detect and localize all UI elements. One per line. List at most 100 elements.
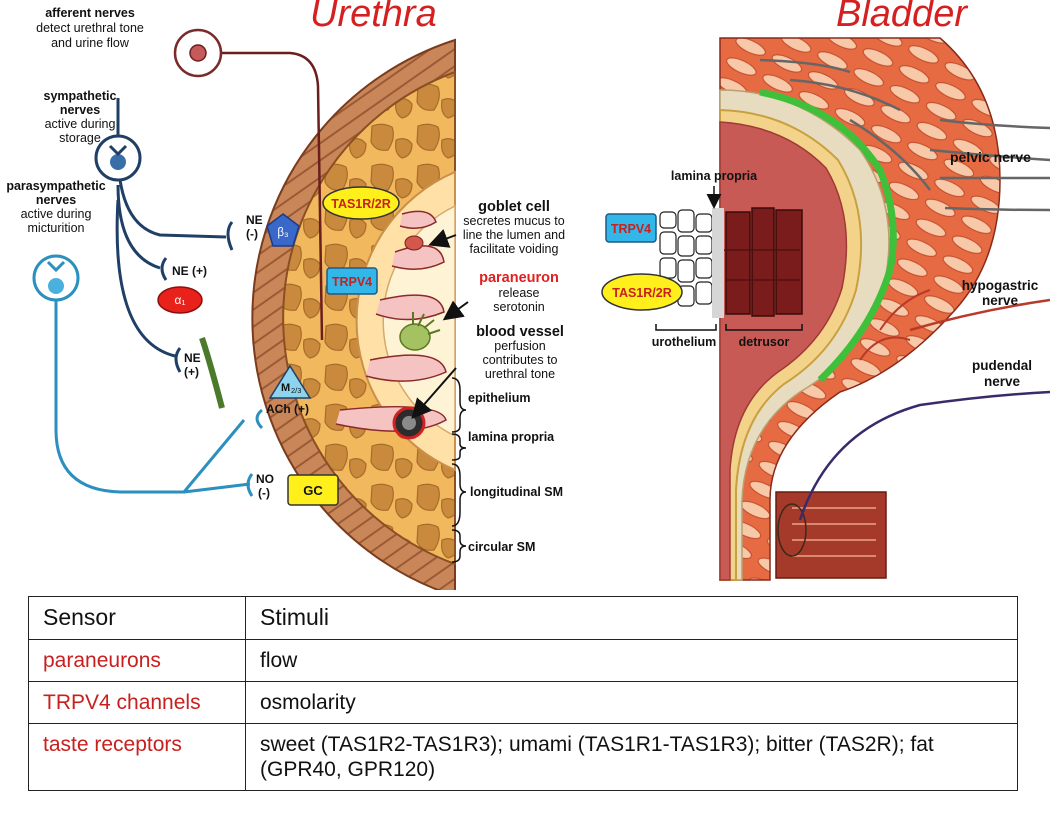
alpha1-label: α₁ — [175, 293, 186, 307]
lamina-propria-band — [712, 208, 724, 318]
pudendal-nerve-fiber — [798, 390, 1050, 521]
paraneuron-title: paraneuron — [479, 270, 559, 286]
layer-epithelium: epithelium — [468, 391, 531, 405]
ne-plus-sign-2: (+) — [184, 365, 199, 379]
m23-subscript: 2/3 — [291, 386, 301, 395]
ne-minus-sign: (-) — [246, 227, 258, 241]
sensor-cell: taste receptors — [28, 723, 246, 791]
urethra-cross-section — [199, 38, 456, 590]
ne-terminal-beta — [226, 221, 234, 251]
ne-minus-label: NE — [246, 213, 263, 227]
detrusor-bundle — [751, 207, 775, 317]
goblet-title: goblet cell — [478, 199, 550, 215]
beta3-receptor — [266, 213, 300, 247]
detrusor-label: detrusor — [739, 335, 790, 349]
urethra-trpv4-label: TRPV4 — [332, 275, 372, 289]
paraneuron-cell — [399, 323, 431, 351]
no-terminal — [246, 473, 254, 497]
table-row: paraneurons flow — [28, 639, 1018, 682]
stimuli-cell: osmolarity — [245, 681, 1018, 724]
bladder-tas-label: TAS1R/2R — [612, 286, 672, 300]
vessel-desc-2: contributes to — [482, 353, 557, 367]
sympathetic-nerve — [94, 98, 234, 373]
afferent-cell-body — [189, 44, 207, 62]
no-sign: (-) — [258, 486, 270, 500]
epithelial-fold — [335, 405, 447, 432]
urethral-sphincter — [775, 491, 887, 579]
bladder-lamina-label: lamina propria — [671, 169, 758, 183]
longitudinal-sm-bracket — [451, 463, 467, 527]
epithelial-fold — [365, 354, 447, 382]
ne-plus-label: NE (+) — [172, 264, 207, 278]
pudendal-label: pudendal — [972, 358, 1032, 373]
detrusor-bundle — [725, 211, 751, 315]
table-header-row: Sensor Stimuli — [28, 596, 1018, 640]
stimuli-cell: sweet (TAS1R2-TAS1R3); umami (TAS1R1-TAS… — [245, 723, 1018, 791]
layer-longitudinal-sm: longitudinal SM — [470, 485, 563, 499]
bladder-trpv4-box — [605, 213, 657, 243]
hypogastric-label-line2: nerve — [982, 293, 1019, 308]
sympathetic-cell-body — [110, 154, 126, 170]
detrusor-bracket — [725, 324, 803, 331]
epithelial-fold — [375, 294, 445, 321]
detrusor-bundle — [775, 209, 803, 315]
table-row: TRPV4 channels osmolarity — [28, 681, 1018, 724]
sphincter-fibers — [792, 507, 876, 557]
sympathetic-label: sympathetic — [44, 89, 117, 103]
afferent-nerve-fiber — [218, 51, 324, 341]
header-sensor: Sensor — [28, 596, 246, 640]
sensor-stimuli-table: Sensor Stimuli paraneurons flow TRPV4 ch… — [28, 596, 1018, 791]
urethra-tas-receptor — [322, 186, 400, 220]
sympathetic-synapse — [108, 144, 128, 157]
pelvic-nerve-label: pelvic nerve — [950, 149, 1031, 165]
bladder-tas-receptor — [601, 273, 683, 311]
parasympathetic-label: parasympathetic — [6, 179, 105, 193]
smooth-muscle-fiber — [199, 337, 225, 409]
lamina-propria-bracket — [451, 433, 467, 461]
urethra-trpv4-box — [326, 267, 378, 295]
header-stimuli: Stimuli — [245, 596, 1018, 640]
paraneuron-arrow — [442, 300, 469, 321]
stimuli-cell: flow — [245, 639, 1018, 682]
parasympathetic-fiber-ach — [54, 298, 246, 494]
m23-label: M — [281, 382, 290, 394]
sensor-cell: paraneurons — [28, 639, 246, 682]
afferent-label: afferent nerves — [45, 6, 135, 20]
parasympathetic-synapse — [46, 260, 66, 273]
goblet-desc-2: line the lumen and — [463, 228, 565, 242]
urothelium-bracket — [655, 324, 717, 331]
sensor-cell: TRPV4 channels — [28, 681, 246, 724]
pudendal-label-line2: nerve — [984, 374, 1021, 389]
alpha1-receptor — [157, 286, 203, 314]
bladder-muscle-fiber — [789, 97, 873, 162]
vessel-desc-1: perfusion — [494, 339, 545, 353]
bladder-nerves — [798, 118, 1050, 521]
sympathetic-label-line4: storage — [59, 131, 101, 145]
goblet-desc-1: secretes mucus to — [463, 214, 564, 228]
vessel-title: blood vessel — [476, 324, 564, 340]
layer-circular-sm: circular SM — [468, 540, 535, 554]
vessel-desc-3: urethral tone — [485, 367, 555, 381]
sympathetic-fiber-to-ne — [115, 199, 176, 358]
parasympathetic-fiber-no — [183, 482, 251, 494]
afferent-label-line2: detect urethral tone — [36, 21, 144, 35]
goblet-desc-3: facilitate voiding — [470, 242, 559, 256]
goblet-cell — [404, 235, 424, 251]
ne-terminal-3 — [174, 347, 182, 373]
parasympathetic-label-line4: micturition — [28, 221, 85, 235]
sphincter-coil — [777, 503, 807, 557]
paraneuron-cilia — [412, 312, 441, 335]
ach-terminal — [255, 408, 264, 430]
urethra-tas-label: TAS1R/2R — [331, 197, 391, 211]
bladder-title: Bladder — [836, 0, 968, 35]
hypogastric-label: hypogastric — [962, 278, 1039, 293]
sympathetic-label-line2: nerves — [60, 103, 100, 117]
table-row: taste receptors sweet (TAS1R2-TAS1R3); u… — [28, 723, 1018, 791]
ne-plus-label-2: NE — [184, 351, 201, 365]
afferent-nerve — [173, 28, 324, 341]
m23-receptor — [268, 364, 312, 399]
bladder-wall-arteries — [859, 289, 931, 361]
goblet-arrow — [428, 229, 457, 248]
ach-label: ACh (+) — [266, 402, 309, 416]
vessel-arrow — [411, 367, 457, 420]
